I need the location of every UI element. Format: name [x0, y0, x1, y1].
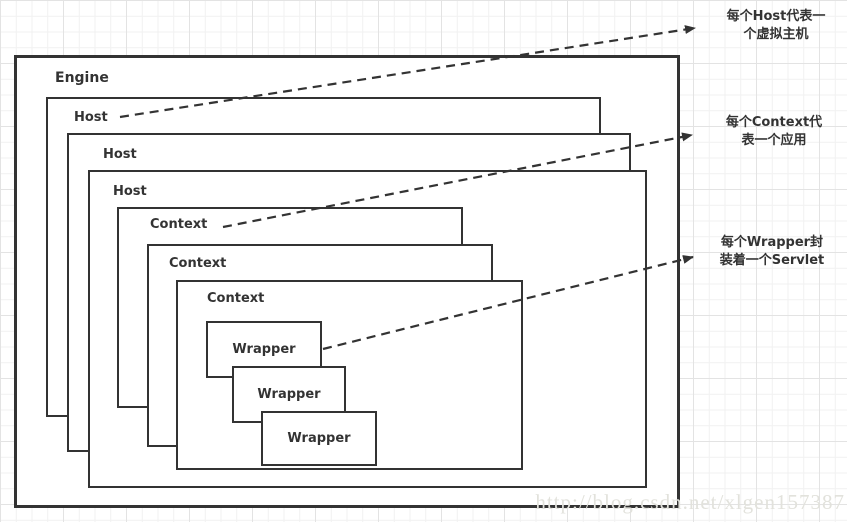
- annotation-wrapper: 每个Wrapper封 装着一个Servlet: [702, 234, 842, 270]
- annotation-context-line1: 每个Context代: [725, 115, 823, 130]
- wrapper-label-2: Wrapper: [257, 387, 321, 402]
- host-label-2: Host: [103, 147, 137, 162]
- engine-label: Engine: [55, 70, 109, 86]
- annotation-host-line2: 个虚拟主机: [743, 27, 809, 42]
- annotation-host-line1: 每个Host代表一: [726, 9, 826, 24]
- annotation-context: 每个Context代 表一个应用: [704, 114, 844, 150]
- annotation-wrapper-line1: 每个Wrapper封: [720, 235, 824, 250]
- wrapper-box-3: Wrapper: [261, 411, 377, 466]
- context-label-2: Context: [169, 256, 227, 271]
- context-label-1: Context: [150, 217, 208, 232]
- watermark: http://blog.csdn.net/xlgen157387: [535, 490, 845, 514]
- annotation-host: 每个Host代表一 个虚拟主机: [706, 8, 846, 44]
- wrapper-label-3: Wrapper: [287, 431, 351, 446]
- context-label-3: Context: [207, 291, 265, 306]
- host-label-1: Host: [74, 110, 108, 125]
- host-label-3: Host: [113, 184, 147, 199]
- annotation-context-line2: 表一个应用: [741, 133, 807, 148]
- wrapper-label-1: Wrapper: [232, 342, 296, 357]
- annotation-wrapper-line2: 装着一个Servlet: [719, 253, 825, 268]
